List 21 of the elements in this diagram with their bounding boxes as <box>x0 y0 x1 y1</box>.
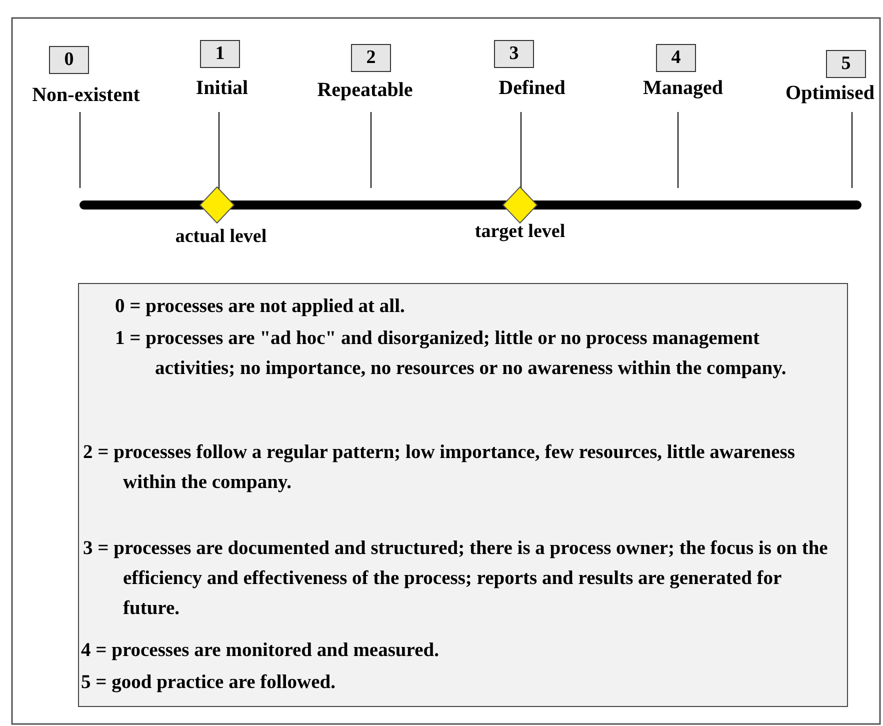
level-definition: 5 = good practice are followed. <box>81 671 336 695</box>
level-number: 4 <box>656 44 696 72</box>
level-name: Repeatable <box>317 79 413 102</box>
level-number: 3 <box>494 40 534 68</box>
level-name: Optimised <box>786 82 874 105</box>
marker-label: target level <box>474 221 566 243</box>
level-number: 5 <box>826 50 866 78</box>
level-name: Initial <box>196 77 248 100</box>
level-name: Non-existent <box>32 84 140 107</box>
level-number: 0 <box>49 46 89 74</box>
level-definition: 2 = processes follow a regular pattern; low importance, few resources, little awareness within the company. <box>83 441 796 495</box>
level-definition: 1 = processes are "ad hoc" and disorganized; little or no process management activities; no importance, no resources or no awareness within the company. <box>115 327 788 381</box>
definitions-panel <box>78 283 848 707</box>
level-name: Defined <box>498 77 566 100</box>
level-definition: 0 = processes are not applied at all. <box>115 295 406 319</box>
level-definition: 4 = processes are monitored and measured. <box>81 639 440 663</box>
level-definition: 3 = processes are documented and structured; there is a process owner; the focus is on the efficiency and effectiveness of the process; reports and results are generated for future. <box>83 537 829 621</box>
level-number: 1 <box>200 40 240 68</box>
level-number: 2 <box>351 44 391 72</box>
marker-label: actual level <box>175 226 267 248</box>
level-name: Managed <box>643 77 723 100</box>
